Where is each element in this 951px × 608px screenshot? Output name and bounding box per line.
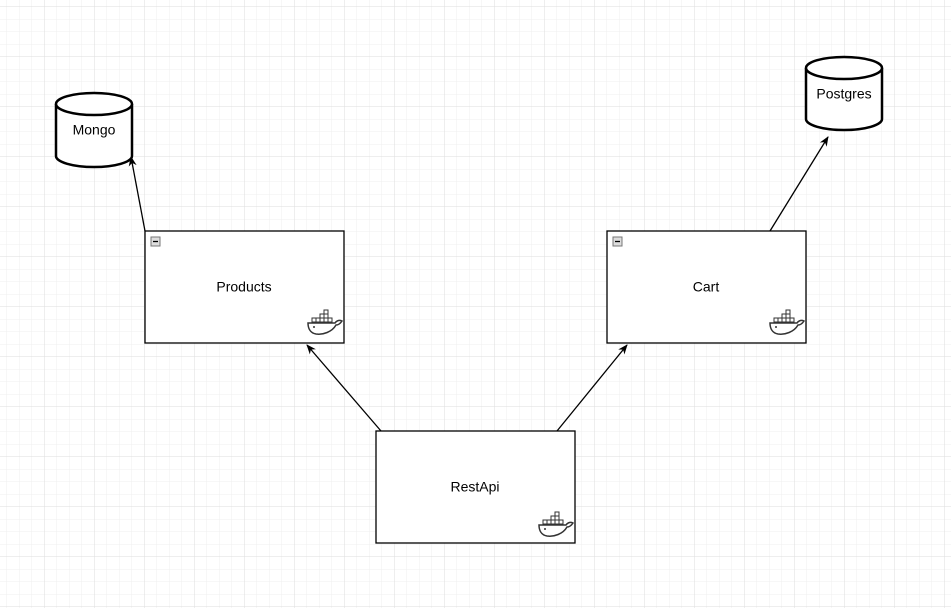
cylinder-top bbox=[804, 55, 884, 81]
cart-label: Cart bbox=[693, 279, 720, 295]
restapi-container[interactable]: RestApi bbox=[375, 430, 576, 544]
postgres-database[interactable]: Postgres bbox=[804, 55, 884, 132]
cylinder-body bbox=[804, 68, 884, 132]
products-label: Products bbox=[216, 279, 271, 295]
mongo-label: Mongo bbox=[73, 122, 116, 138]
cylinder-body bbox=[54, 104, 134, 169]
postgres-label: Postgres bbox=[816, 86, 871, 102]
collapse-icon[interactable] bbox=[150, 236, 161, 247]
edge-restapi-cart[interactable] bbox=[556, 344, 628, 432]
collapse-icon[interactable] bbox=[612, 236, 623, 247]
mongo-database[interactable]: Mongo bbox=[54, 91, 134, 169]
edge-products-mongo[interactable] bbox=[128, 156, 146, 232]
cart-container[interactable]: Cart bbox=[606, 230, 807, 344]
edge-cart-postgres[interactable] bbox=[769, 136, 829, 232]
edge-restapi-products[interactable] bbox=[306, 344, 382, 432]
cylinder-top bbox=[54, 91, 134, 117]
restapi-label: RestApi bbox=[450, 479, 499, 495]
products-container[interactable]: Products bbox=[144, 230, 345, 344]
